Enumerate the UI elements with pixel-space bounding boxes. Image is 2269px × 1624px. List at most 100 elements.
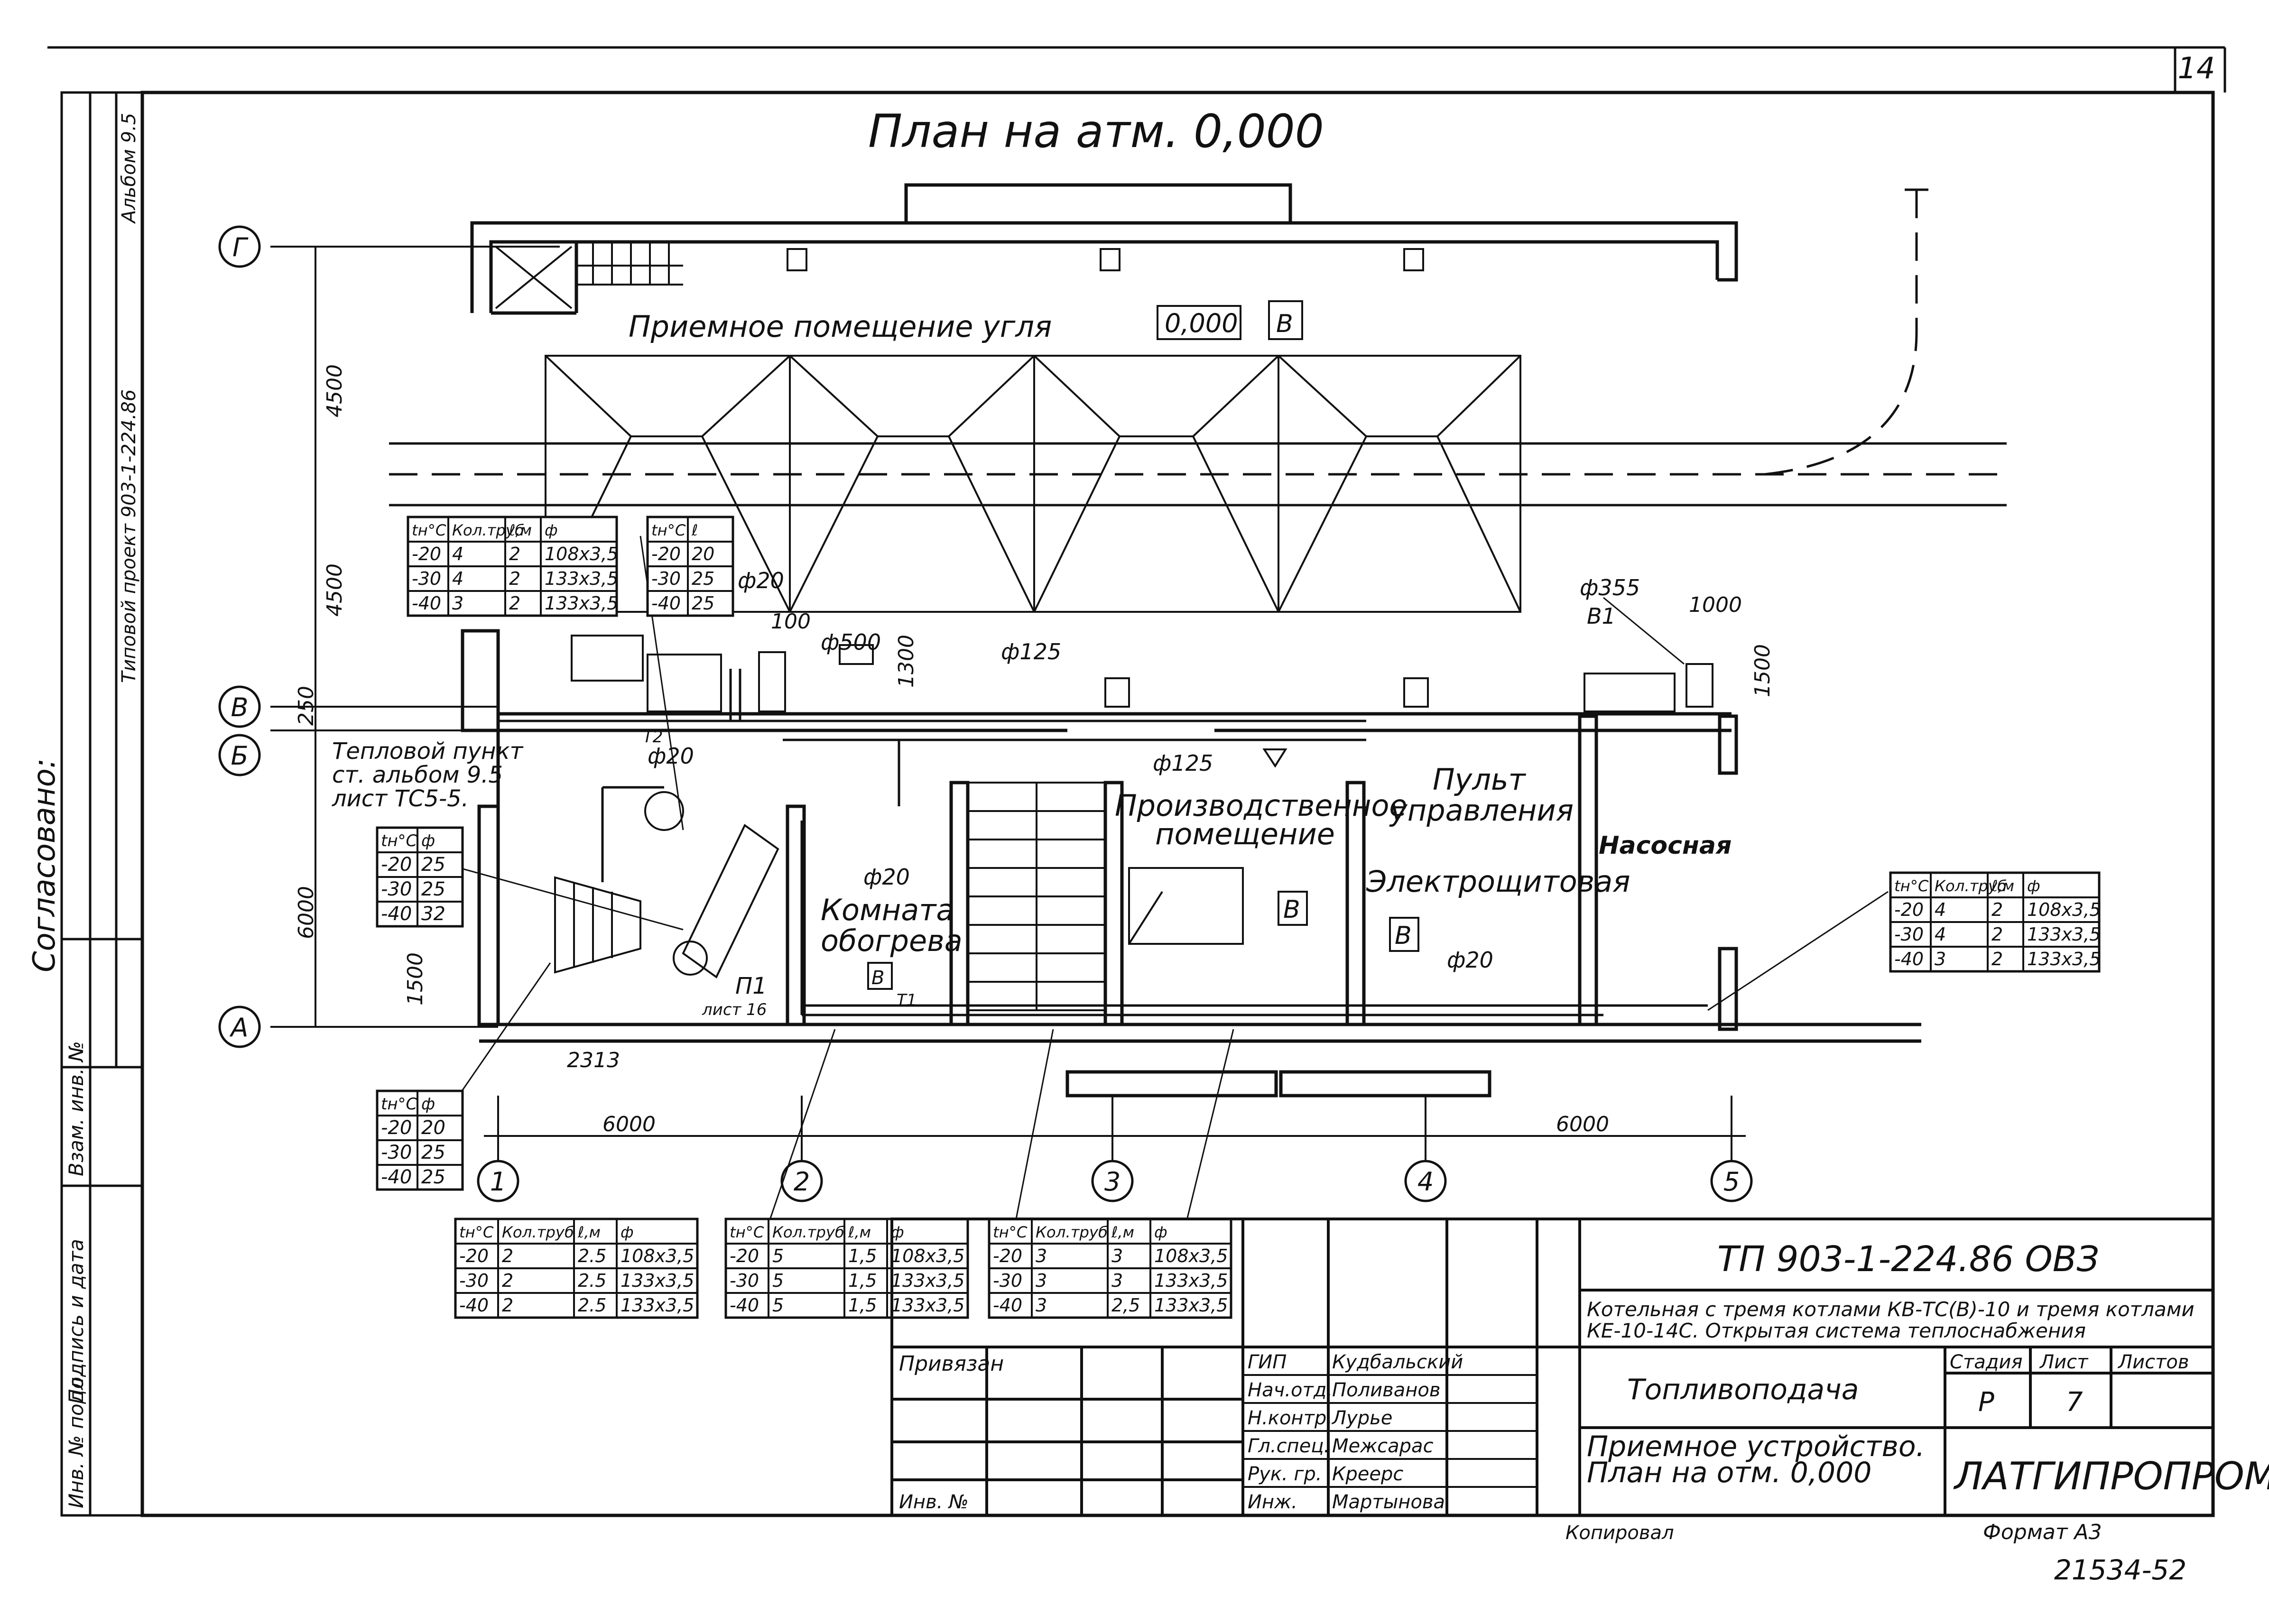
table-header-cell: Кол.труб — [1036, 1223, 1108, 1241]
table-header-cell: Кол.труб — [452, 521, 524, 539]
dim-2313: 2313 — [567, 1048, 620, 1072]
table-cell: 3 — [1036, 1246, 1047, 1266]
table-cell: 2 — [502, 1270, 513, 1291]
axis-bubbles — [218, 225, 1753, 1202]
hoppers — [545, 355, 1521, 613]
tb-bound: Привязан — [899, 1352, 1004, 1376]
heat-point-2: ст. альбом 9.5 — [332, 762, 503, 788]
table-cell: 108x3,5 — [1154, 1246, 1228, 1266]
table-cell: 25 — [421, 1142, 445, 1163]
tb-description-1: Котельная с тремя котлами КВ-ТС(В)-10 и … — [1587, 1298, 2195, 1321]
table-header-cell: tн°С — [412, 521, 446, 539]
tb-format: Формат А3 — [1983, 1520, 2102, 1544]
table-cell: -20 — [993, 1246, 1022, 1266]
pipe-phi20-room: ф20 — [863, 864, 910, 890]
axis-label-a: А — [230, 1013, 249, 1043]
table-header-cell: ℓ,м — [848, 1223, 871, 1241]
table-cell: -30 — [381, 1142, 412, 1163]
title-block — [890, 1218, 2214, 1517]
dim-4500-mid: 4500 — [323, 563, 347, 617]
pipe-tables: tн°С Кол.труб ℓ,м ф -20 4 2 108x3,5 -30 4 2 133x3,5… — [376, 516, 2101, 1319]
table-cell: -30 — [381, 878, 412, 900]
table-header-cell: tн°С — [1894, 877, 1929, 895]
table-cell: 4 — [1935, 924, 1946, 945]
dim-6000-left: 6000 — [602, 1112, 656, 1136]
table-cell: -20 — [381, 854, 412, 876]
heat-room-equipment — [571, 635, 1713, 712]
axis-lines — [270, 246, 1746, 1172]
category-b-1: В — [1276, 310, 1293, 338]
pipe-phi500: ф500 — [821, 629, 881, 655]
axis-label-4: 4 — [1417, 1167, 1434, 1197]
table-cell: 133x3,5 — [891, 1270, 964, 1291]
table-cell: -40 — [730, 1295, 759, 1316]
rail-track — [389, 188, 2007, 507]
pipe-lines — [498, 669, 1708, 1016]
axis-label-2: 2 — [794, 1167, 810, 1197]
plan-title: План на атм. 0,000 — [868, 105, 1324, 158]
table-cell: -20 — [1894, 899, 1924, 920]
table-header-cell: ф — [421, 831, 435, 850]
table-cell: 25 — [692, 593, 714, 614]
level-mark: 0,000 — [1165, 308, 1238, 338]
dim-100: 100 — [771, 609, 811, 634]
margin-replace-inv: Взам. инв. № — [65, 1041, 88, 1176]
stair-main — [967, 782, 1106, 1011]
room-control-1: Пульт — [1433, 762, 1526, 797]
room-production-1: Производственное — [1115, 788, 1408, 823]
tb-inv: Инв. № — [899, 1491, 969, 1513]
conveyor-unit — [554, 791, 1244, 979]
table-cell: 2 — [1991, 949, 2003, 969]
table-cell: 1,5 — [848, 1295, 877, 1316]
margin-project-ref: Типовой проект 903-1-224.86 — [118, 389, 140, 683]
table-cell: 5 — [772, 1295, 784, 1316]
tb-name: Креерс — [1332, 1463, 1403, 1485]
table-cell: 133x3,5 — [621, 1270, 694, 1291]
table-cell: 133x3,5 — [545, 593, 618, 614]
tb-name: Лурье — [1331, 1407, 1392, 1429]
category-b-4: В — [871, 967, 884, 989]
pipe-b1: В1 — [1587, 603, 1616, 629]
tb-stage-label: Стадия — [1950, 1351, 2022, 1373]
pipe-phi20-top: ф20 — [738, 568, 784, 593]
table-cell: 133x3,5 — [1154, 1295, 1228, 1316]
tb-role: Нач.отд. — [1248, 1379, 1333, 1401]
table-header-cell: tн°С — [730, 1223, 764, 1241]
dim-1300: 1300 — [894, 635, 918, 688]
tb-name: Мартынова — [1332, 1491, 1445, 1513]
table-cell: 2 — [502, 1246, 513, 1266]
table-cell: 25 — [421, 1166, 445, 1188]
sheet-number: 14 — [2178, 51, 2215, 85]
table-cell: -30 — [412, 568, 441, 589]
room-electro: Электрощитовая — [1366, 864, 1630, 899]
margin-album: Альбом 9.5 — [118, 113, 140, 224]
heat-point-1: Тепловой пункт — [332, 738, 524, 765]
table-cell: -20 — [730, 1246, 759, 1266]
table-cell: 2 — [1991, 924, 2003, 945]
table-cell: -30 — [1894, 924, 1924, 945]
table-cell: 3 — [1111, 1270, 1123, 1291]
margin-sign-date: Подпись и дата — [65, 1239, 88, 1404]
table-cell: 3 — [1935, 949, 1946, 969]
axis-label-b: Б — [231, 741, 248, 771]
table-cell: -20 — [459, 1246, 489, 1266]
table-cell: 3 — [1111, 1246, 1123, 1266]
table-cell: -40 — [459, 1295, 489, 1316]
p1-sheet: лист 16 — [702, 1000, 767, 1019]
room-control-2: управления — [1389, 793, 1574, 828]
stair-top-left — [495, 242, 1424, 309]
table-cell: 108x3,5 — [891, 1246, 964, 1266]
pipe-phi355: ф355 — [1580, 575, 1640, 600]
table-cell: 1,5 — [848, 1246, 877, 1266]
tb-sheet: 7 — [2066, 1387, 2083, 1418]
tb-organization: ЛАТГИПРОПРОМ — [1953, 1454, 2269, 1498]
table-header-cell: tн°С — [459, 1223, 494, 1241]
table-cell: 133x3,5 — [2027, 949, 2101, 969]
table-cell: 25 — [692, 568, 714, 589]
table-header-cell: ℓ — [691, 521, 698, 539]
